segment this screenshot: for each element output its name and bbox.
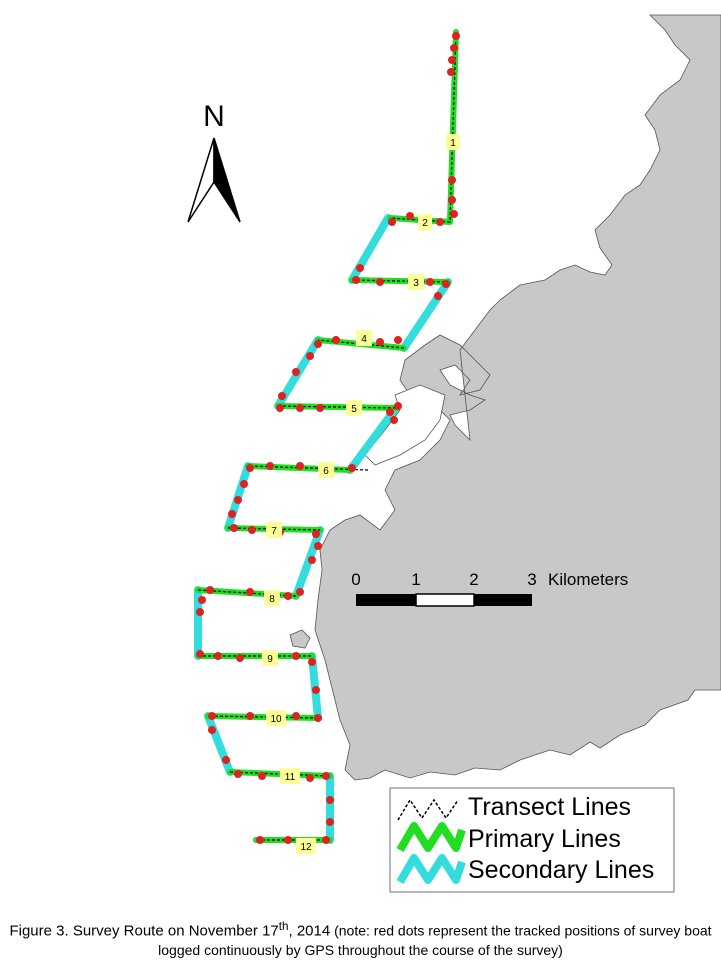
svg-text:6: 6	[323, 466, 329, 477]
estuary-water	[364, 384, 446, 466]
transect-label-1: 1	[446, 134, 460, 150]
transect-label-12: 12	[296, 838, 316, 854]
legend-item-secondary: Secondary Lines	[396, 854, 654, 885]
figure-caption: Figure 3. Survey Route on November 17th,…	[0, 918, 721, 959]
svg-text:Transect Lines: Transect Lines	[468, 793, 631, 821]
survey-map: 1 2 3 4 5 6 7 8 9 10 11 12 N 0 1 2 3 Kil…	[187, 14, 721, 893]
scale-tick-1: 1	[411, 570, 420, 589]
legend-item-primary: Primary Lines	[396, 822, 621, 853]
north-arrow-icon	[187, 137, 215, 223]
svg-text:2: 2	[422, 218, 428, 229]
north-label: N	[203, 100, 225, 133]
transect-label-11: 11	[280, 768, 300, 784]
transect-label-3: 3	[408, 274, 424, 290]
caption-title-sup: th	[278, 920, 289, 933]
svg-text:9: 9	[267, 654, 273, 665]
svg-text:11: 11	[285, 772, 296, 783]
svg-text:3: 3	[413, 278, 419, 289]
scale-tick-3: 3	[527, 570, 536, 589]
scale-tick-2: 2	[469, 570, 478, 589]
caption-title: Figure 3. Survey Route on November 17	[9, 922, 279, 940]
svg-text:4: 4	[361, 334, 367, 345]
caption-title-end: , 2014	[288, 922, 331, 940]
svg-text:1: 1	[450, 138, 456, 149]
transect-label-9: 9	[262, 650, 278, 666]
svg-text:8: 8	[269, 594, 275, 605]
transect-labels: 1 2 3 4 5 6 7 8 9 10 11 12	[262, 134, 460, 854]
svg-text:Primary Lines: Primary Lines	[468, 825, 621, 853]
svg-text:7: 7	[271, 526, 277, 537]
scale-tick-0: 0	[351, 570, 360, 589]
small-island	[289, 629, 311, 649]
svg-text:Secondary Lines: Secondary Lines	[468, 856, 654, 884]
svg-text:12: 12	[300, 842, 312, 853]
legend: Transect Lines Primary Lines Secondary L…	[389, 787, 675, 893]
legend-item-transect: Transect Lines	[397, 793, 631, 821]
transect-label-7: 7	[266, 522, 282, 538]
transect-label-5: 5	[346, 400, 362, 416]
coastline-land	[314, 14, 721, 781]
transect-label-6: 6	[318, 462, 334, 478]
scale-bar: 0 1 2 3 Kilometers	[351, 570, 628, 607]
gps-dots	[196, 32, 460, 844]
transect-label-4: 4	[356, 330, 372, 346]
scale-unit: Kilometers	[548, 570, 628, 589]
caption-note: (note: red dots represent the tracked po…	[158, 922, 712, 958]
transect-label-10: 10	[266, 710, 286, 726]
north-arrow: N	[187, 100, 241, 223]
transect-label-2: 2	[418, 214, 432, 230]
svg-text:10: 10	[270, 714, 282, 725]
svg-text:5: 5	[351, 404, 357, 415]
transect-label-8: 8	[264, 590, 280, 606]
